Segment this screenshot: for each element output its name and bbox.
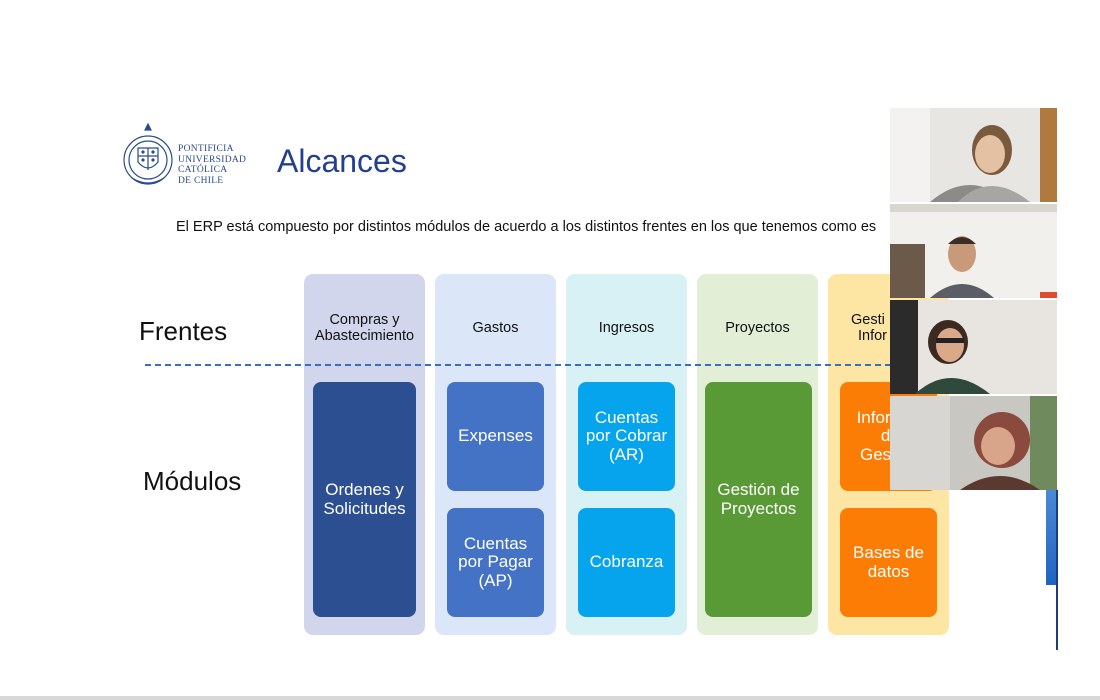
participant-video-tile-1[interactable] (890, 108, 1057, 202)
module-line: Proyectos (720, 498, 797, 518)
slide-title: Alcances (277, 143, 407, 179)
module-cuentas-por-cobrar: Cuentas por Cobrar (AR) (578, 382, 675, 491)
participant-video-tile-2[interactable] (890, 204, 1057, 298)
module-line: datos (867, 561, 910, 581)
participant-video-tile-4[interactable] (890, 396, 1057, 490)
logo-line: UNIVERSIDAD (178, 154, 247, 165)
header-line: Infor (858, 328, 888, 344)
header-line: Abastecimiento (314, 328, 415, 344)
module-line: (AP) (478, 570, 513, 590)
participant-video-tile-3[interactable] (890, 300, 1057, 394)
module-line: Solicitudes (323, 498, 406, 518)
column-compras: Compras y Abastecimiento Ordenes y Solic… (304, 274, 425, 635)
university-name-logo: PONTIFICIA UNIVERSIDAD CATÓLICA DE CHILE (178, 144, 246, 186)
window-edge-line (1056, 490, 1058, 650)
column-header: Compras y Abastecimiento (304, 312, 425, 344)
header-line: Compras y (329, 312, 400, 328)
module-line: d (880, 426, 891, 446)
logo-line: PONTIFICIA (178, 144, 234, 154)
logo-line: CATÓLICA (178, 165, 228, 175)
slide-subtitle: El ERP está compuesto por distintos módu… (176, 219, 877, 235)
column-header: Gesti Infor (828, 312, 949, 344)
column-gastos: Gastos Expenses Cuentas por Pagar (AP) (435, 274, 556, 635)
divider-dashed-line (145, 364, 891, 366)
module-expenses: Expenses (447, 382, 544, 491)
bottom-bar (0, 696, 1100, 700)
module-line: Bases de (853, 543, 924, 562)
module-line: Expenses (458, 426, 533, 446)
module-line: Ges (860, 444, 892, 464)
module-line: (AR) (609, 444, 644, 464)
module-line: Cobranza (589, 552, 664, 572)
column-ingresos: Ingresos Cuentas por Cobrar (AR) Cobranz… (566, 274, 687, 635)
module-line: Gestión de (717, 480, 800, 499)
header-line: Gastos (472, 320, 519, 336)
cropped-slide-edge (1046, 490, 1058, 585)
header-line: Ingresos (598, 320, 655, 336)
column-proyectos: Proyectos Gestión de Proyectos (697, 274, 818, 635)
column-header: Gastos (435, 320, 556, 336)
module-line: Cuentas (594, 407, 659, 427)
module-line: Ordenes y (325, 480, 404, 499)
module-cuentas-por-pagar: Cuentas por Pagar (AP) (447, 508, 544, 617)
module-bases-de-datos: Bases de datos (840, 508, 937, 617)
column-header: Ingresos (566, 320, 687, 336)
header-line: Gesti (851, 312, 885, 328)
module-line: Infor (856, 407, 891, 427)
module-cobranza: Cobranza (578, 508, 675, 617)
header-line: Proyectos (725, 320, 790, 336)
module-line: por Pagar (458, 552, 533, 572)
module-ordenes: Ordenes y Solicitudes (313, 382, 416, 617)
module-line: por Cobrar (585, 426, 668, 446)
row-label-modulos: Módulos (143, 466, 242, 496)
university-seal-logo (123, 122, 173, 190)
column-header: Proyectos (697, 320, 818, 336)
row-label-frentes: Frentes (139, 316, 228, 346)
module-gestion-proyectos: Gestión de Proyectos (705, 382, 812, 617)
logo-line: DE CHILE (178, 175, 224, 186)
module-line: Cuentas (463, 533, 528, 553)
